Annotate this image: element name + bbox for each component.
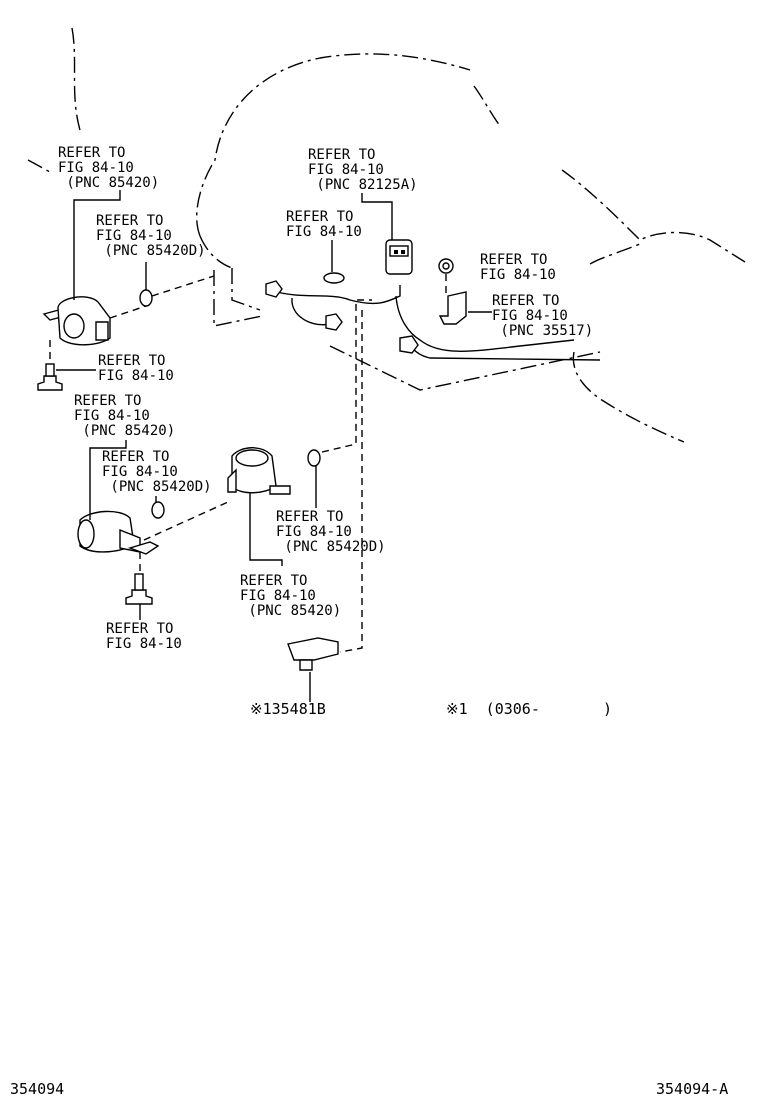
leader-line (339, 310, 363, 653)
harness-bracket (438, 291, 467, 325)
o-ring-seal (323, 272, 345, 284)
case-outline-line (572, 351, 685, 443)
wire-harness (395, 295, 575, 352)
harness-clamp (399, 335, 419, 354)
bolt-part (37, 363, 63, 391)
figure-id-left: 354094 (10, 1080, 65, 1098)
bracket-part (287, 637, 339, 661)
case-outline-line (213, 270, 263, 327)
speed-sensor-top (42, 296, 111, 346)
case-outline-line (473, 85, 501, 127)
leader-line (321, 299, 372, 453)
figure-id-right: 354094-A (656, 1080, 729, 1098)
case-outline-line (199, 235, 233, 269)
leader-line (143, 501, 229, 541)
part-number-label: ※135481B (250, 700, 326, 718)
harness-clamp (325, 313, 343, 331)
case-outline-line (27, 159, 51, 173)
case-outline-line (71, 27, 81, 131)
speed-sensor-left (77, 510, 160, 555)
speed-sensor-right (227, 447, 291, 495)
harness-clamp (265, 280, 283, 298)
o-ring-seal (307, 449, 321, 467)
leader-line (89, 440, 127, 520)
leader-line (361, 193, 393, 240)
wire-harness (269, 285, 401, 305)
case-outline-line (231, 268, 261, 311)
case-outline-line (589, 243, 641, 265)
nut-part (438, 258, 454, 274)
wire-harness (405, 339, 601, 361)
harness-connector (385, 239, 413, 275)
case-outline-line (329, 345, 601, 391)
o-ring-seal (151, 501, 165, 519)
bracket-part (299, 659, 313, 671)
leader-line (109, 275, 215, 319)
footnote-label: ※1 (0306- ) (446, 700, 613, 718)
case-outline-line (196, 53, 471, 237)
o-ring-seal (139, 289, 153, 307)
bolt-part (125, 573, 153, 605)
leader-line (73, 190, 121, 300)
case-outline-line (561, 169, 746, 263)
leader-line (249, 492, 283, 566)
